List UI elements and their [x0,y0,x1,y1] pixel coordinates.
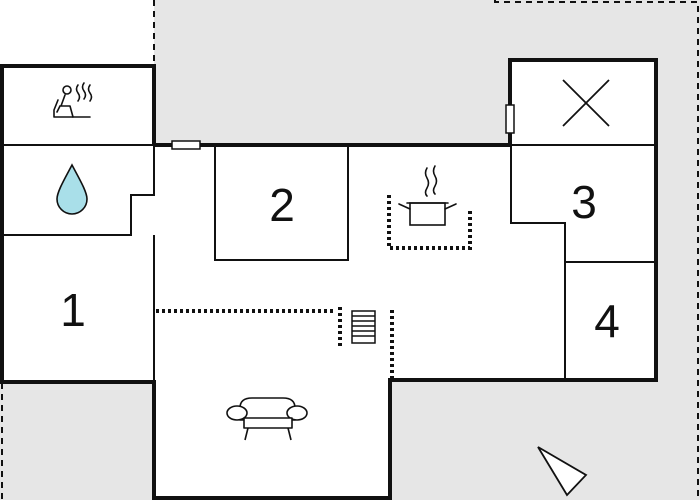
sofa-icon [226,397,308,441]
water-drop-icon [56,163,88,215]
room-4-label: 4 [594,295,620,347]
window [171,140,201,150]
room-2-label: 2 [269,179,295,231]
sauna-icon [53,82,93,118]
terrace-area [154,0,700,500]
room-3-label: 3 [571,176,597,228]
stairs-icon [351,310,376,344]
interior-walls [2,144,656,382]
north-arrow-icon [537,446,588,497]
window [505,104,515,134]
x-mark-icon [562,79,610,127]
room-1-label: 1 [60,284,86,336]
outer-walls [0,58,658,500]
dotted-divider [156,195,472,378]
terrace-area-left [0,383,154,500]
kitchen-pot-icon [398,165,457,226]
